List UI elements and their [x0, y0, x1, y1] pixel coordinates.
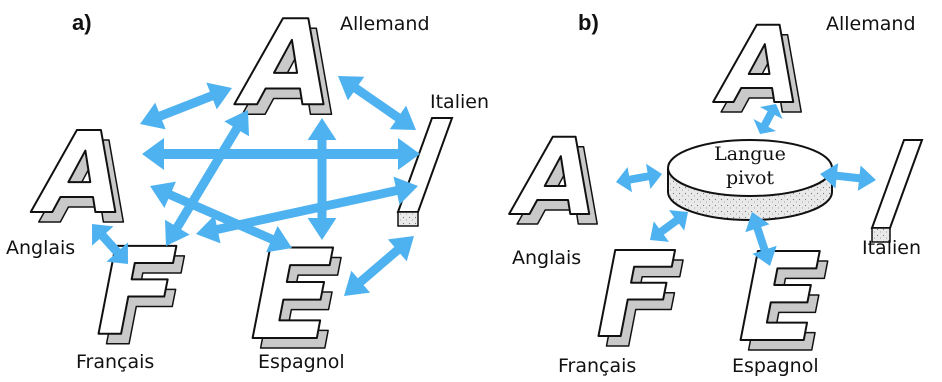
arrow-italien-espagnol [344, 236, 414, 296]
arrow-francais-italien [196, 176, 418, 244]
block-anglais-a-side: A [38, 119, 133, 249]
block-italien-b-face [870, 139, 924, 229]
block-allemand-a-side: A [242, 4, 341, 142]
pivot-label-line2: pivot [726, 167, 774, 189]
block-anglais-a-face: A [30, 109, 125, 239]
block-anglais-b: A A [508, 115, 607, 250]
block-allemand-b-face: A [713, 4, 802, 127]
label-espagnol-b: Espagnol [732, 355, 819, 377]
block-italien-b-base [871, 227, 891, 243]
block-italien-b [870, 139, 924, 243]
arrow-pivot-anglais [616, 163, 662, 193]
block-espagnol-a: E E [249, 223, 343, 379]
block-espagnol-a-side: E [258, 234, 343, 378]
arrow-anglais-allemand [140, 82, 232, 130]
arrow-anglais-espagnol [150, 181, 292, 253]
label-italien-b: Italien [862, 237, 921, 259]
panel-a-label: a) [72, 10, 92, 35]
block-francais-b-face: F [596, 226, 677, 364]
block-allemand-a-face: A [234, 0, 333, 132]
block-anglais-b-face: A [509, 116, 598, 239]
block-allemand-b-side: A [721, 14, 810, 137]
label-allemand-b: Allemand [826, 13, 916, 35]
label-anglais-b: Anglais [512, 247, 581, 269]
block-espagnol-a-face: E [250, 224, 335, 368]
label-italien-a: Italien [430, 91, 489, 113]
panel-a: a) A A A A F F E E Allemand Italien Angl… [6, 0, 489, 379]
block-francais-b: F F [595, 225, 685, 375]
block-anglais-a: A A [29, 108, 133, 250]
arrow-allemand-italien [338, 76, 416, 130]
pivot-disc: Langue pivot [667, 139, 833, 221]
arrow-pivot-allemand [753, 104, 783, 134]
block-espagnol-b-side: E [746, 237, 829, 379]
arrows-panel-a [92, 76, 420, 296]
label-francais-b: Français [558, 355, 636, 377]
arrow-allemand-espagnol [307, 118, 337, 240]
arrow-pivot-espagnol [745, 212, 777, 266]
panel-b: b) Langue pivot A A A A F F E E [508, 3, 924, 380]
block-italien-a [396, 117, 454, 227]
arrow-pivot-italien [820, 163, 876, 191]
panel-b-label: b) [578, 10, 599, 35]
block-espagnol-b: E E [737, 226, 830, 380]
arrow-anglais-francais [92, 224, 128, 264]
block-allemand-a: A A [233, 0, 342, 143]
block-espagnol-b-face: E [738, 227, 821, 369]
label-francais-a: Français [76, 351, 154, 373]
block-allemand-b: A A [712, 3, 811, 138]
arrow-allemand-francais [165, 110, 249, 246]
pivot-label-line1: Langue [714, 143, 786, 165]
block-francais-b-side: F [604, 236, 685, 374]
block-anglais-b-side: A [517, 126, 606, 249]
arrows-panel-b [616, 104, 876, 266]
block-italien-a-base [397, 211, 419, 227]
label-allemand-a: Allemand [340, 13, 430, 35]
label-anglais-a: Anglais [6, 237, 75, 259]
arrow-pivot-francais [650, 210, 688, 242]
label-espagnol-a: Espagnol [258, 351, 345, 373]
arrow-anglais-italien [142, 138, 420, 170]
